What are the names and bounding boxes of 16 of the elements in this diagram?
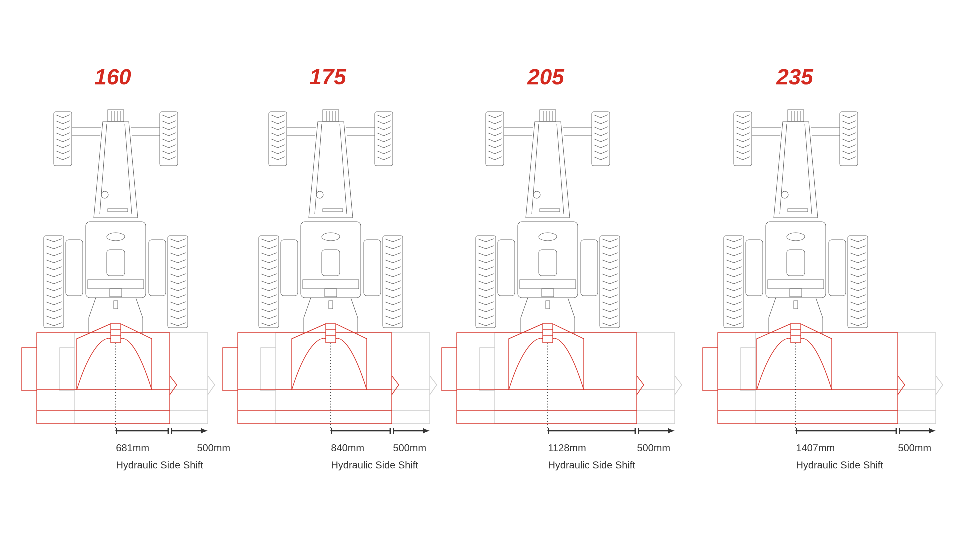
caption-text: Hydraulic Side Shift bbox=[117, 461, 204, 471]
caption-text: Hydraulic Side Shift bbox=[797, 461, 884, 471]
caption-text: Hydraulic Side Shift bbox=[549, 461, 636, 471]
model-number: 175 bbox=[310, 69, 347, 85]
dimension-label: 1407mm bbox=[796, 444, 834, 452]
dimension-label: 500mm bbox=[638, 444, 670, 452]
dimension-label: 840mm bbox=[332, 444, 364, 452]
dimension-label: 681mm bbox=[116, 444, 149, 452]
dimension-label: 1128mm bbox=[548, 444, 586, 452]
model-number: 160 bbox=[95, 69, 132, 85]
dimension-label: 500mm bbox=[198, 444, 230, 452]
model-number: 235 bbox=[776, 69, 814, 85]
dimension-label: 500mm bbox=[394, 444, 426, 452]
dimension-label: 500mm bbox=[898, 444, 931, 452]
model-number: 205 bbox=[527, 69, 565, 85]
caption-text: Hydraulic Side Shift bbox=[332, 461, 418, 471]
